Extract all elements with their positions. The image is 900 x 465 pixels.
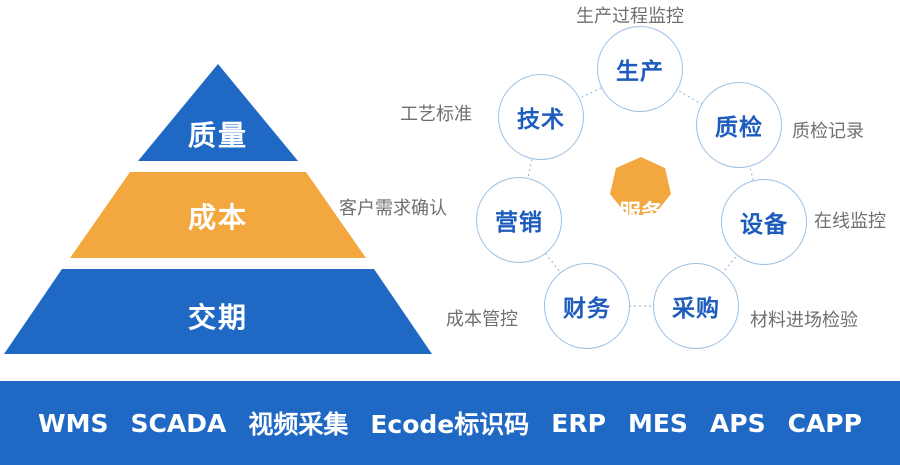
pyramid-tier-quality-label: 质量 [187,119,248,152]
pyramid-tier-cost-label: 成本 [187,201,248,234]
system-item-video-capture: 视频采集 [248,410,349,439]
node-equipment-label: 设备 [740,212,788,238]
node-production: 生产 [597,26,683,112]
center-service-shape [610,157,671,215]
pyramid-tier-quality-shape [138,64,298,161]
systems-bar: WMS SCADA 视频采集 Ecode标识码 ERP MES APS CAPP [0,381,900,465]
node-finance-label: 财务 [563,296,611,322]
system-item-capp: CAPP [787,408,862,438]
system-item-mes: MES [627,408,688,438]
node-technology: 技术 [498,74,584,160]
caption-technology: 工艺标准 [400,104,472,125]
caption-marketing: 客户需求确认 [339,198,447,219]
system-item-aps: APS [709,408,766,438]
caption-equipment: 在线监控 [814,211,886,232]
node-marketing: 营销 [476,177,562,263]
center-service-label: 服务 [618,201,663,226]
node-quality-inspection: 质检 [696,82,782,168]
node-technology-label: 技术 [517,107,565,133]
caption-procurement: 材料进场检验 [750,310,858,331]
pyramid-tier-delivery-shape [4,269,432,354]
caption-production: 生产过程监控 [576,6,684,27]
node-procurement: 采购 [653,263,739,349]
pyramid [4,64,432,354]
pyramid-tier-delivery-label: 交期 [187,301,248,334]
system-item-wms: WMS [38,408,109,438]
node-marketing-label: 营销 [495,210,543,236]
node-procurement-label: 采购 [672,296,720,322]
caption-finance: 成本管控 [446,309,518,330]
node-production-label: 生产 [616,59,664,85]
system-item-erp: ERP [551,408,606,438]
system-item-ecode: Ecode标识码 [370,410,530,439]
node-equipment: 设备 [721,179,807,265]
node-quality-inspection-label: 质检 [715,115,763,141]
node-finance: 财务 [544,263,630,349]
pyramid-tier-cost-shape [70,172,366,258]
caption-quality-inspection: 质检记录 [792,121,864,142]
system-item-scada: SCADA [130,408,227,438]
